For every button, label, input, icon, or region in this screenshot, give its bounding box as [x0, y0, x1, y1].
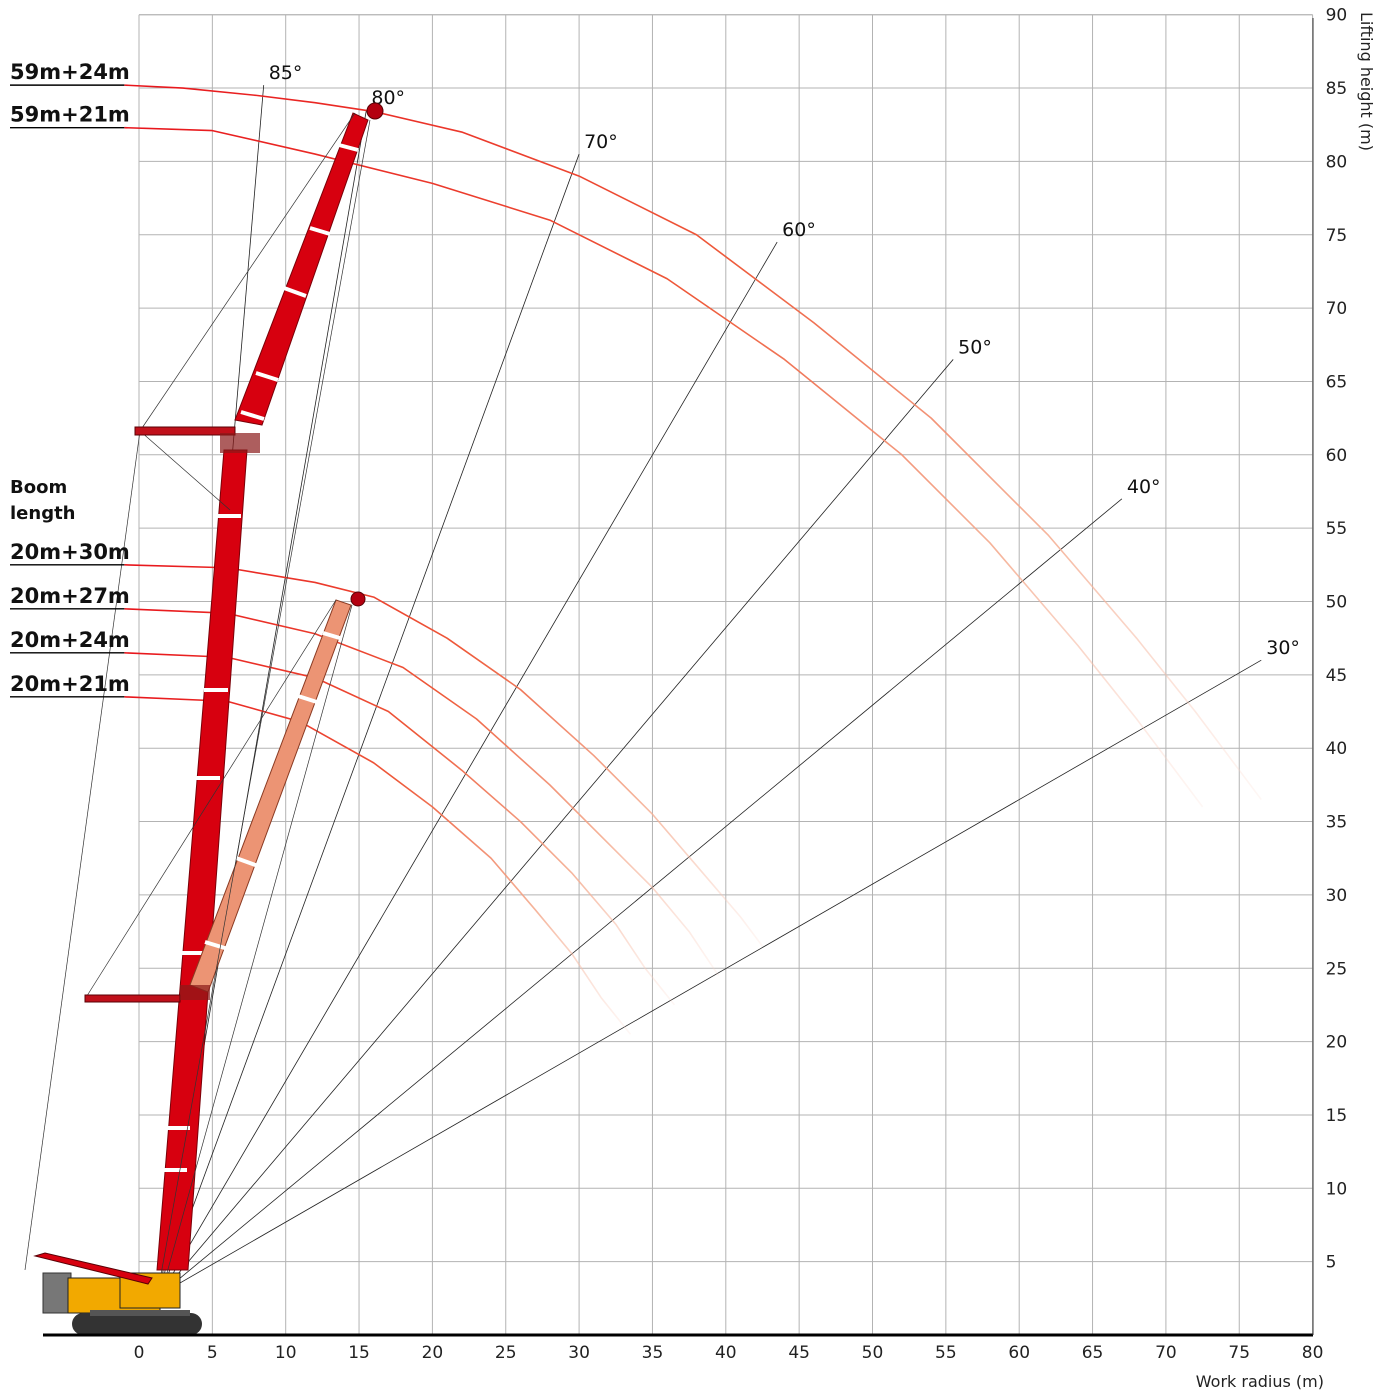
y-tick-label: 70	[1326, 299, 1348, 319]
y-tick-label: 60	[1326, 446, 1348, 466]
boom-length-label: 20m+24m	[10, 628, 130, 652]
boom-length-label: 59m+24m	[10, 60, 130, 84]
angle-ray	[160, 359, 954, 1295]
angle-ray	[160, 498, 1123, 1295]
angle-label: 70°	[584, 131, 618, 153]
x-tick-label: 40	[715, 1343, 737, 1363]
strut-lower	[84, 985, 210, 1003]
x-tick-label: 80	[1302, 1343, 1324, 1363]
x-tick-label: 70	[1155, 1343, 1177, 1363]
x-tick-label: 60	[1008, 1343, 1030, 1363]
x-tick-label: 75	[1228, 1343, 1250, 1363]
strut-upper	[134, 426, 260, 453]
x-tick-label: 45	[788, 1343, 810, 1363]
y-axis: 5 10 15 20 25 30 35 40 45 50 55 60 65 70 75 80 85 90 Lift…	[1312, 6, 1376, 1335]
boom-length-label: 20m+30m	[10, 540, 130, 564]
boom-length-title-line: length	[10, 503, 76, 524]
height-curve	[124, 564, 764, 947]
y-tick-label: 50	[1326, 593, 1348, 613]
x-tick-label: 5	[207, 1343, 218, 1363]
angle-label: 50°	[958, 336, 992, 358]
y-tick-labels: 5 10 15 20 25 30 35 40 45 50 55 60 65 70 75 80 85 90	[1326, 6, 1348, 1273]
boom-length-label: 20m+21m	[10, 672, 130, 696]
y-tick-label: 20	[1326, 1033, 1348, 1053]
angle-ray	[160, 241, 778, 1295]
angle-label: 60°	[782, 219, 816, 241]
angle-label: 85°	[269, 62, 303, 84]
height-curves	[124, 84, 1262, 1035]
y-axis-title: Lifting height (m)	[1357, 12, 1376, 151]
y-tick-label: 15	[1326, 1106, 1348, 1126]
x-axis-title: Work radius (m)	[1196, 1372, 1324, 1391]
x-tick-label: 65	[1082, 1343, 1104, 1363]
y-tick-label: 35	[1326, 813, 1348, 833]
angle-label: 80°	[371, 87, 405, 109]
x-tick-label: 25	[495, 1343, 517, 1363]
y-tick-label: 25	[1326, 959, 1348, 979]
angle-label: 30°	[1266, 637, 1300, 659]
height-curve	[124, 696, 632, 1035]
x-axis: 0 5 10 15 20 25 30 35 40 45 50 55 60 65 70 75 80 Work ra…	[43, 1333, 1324, 1391]
y-tick-label: 10	[1326, 1179, 1348, 1199]
x-tick-label: 20	[422, 1343, 444, 1363]
x-tick-label: 15	[348, 1343, 370, 1363]
y-tick-label: 80	[1326, 152, 1348, 172]
luffing-jib-long	[234, 102, 384, 426]
y-tick-label: 75	[1326, 226, 1348, 246]
guy-lines	[24, 112, 371, 1281]
crawler-crane-illustration	[24, 102, 384, 1335]
x-tick-label: 10	[275, 1343, 297, 1363]
boom-length-title: Boom length	[10, 477, 76, 524]
y-tick-label: 5	[1326, 1253, 1337, 1273]
height-curve	[124, 126, 1204, 808]
y-tick-label: 45	[1326, 666, 1348, 686]
y-tick-label: 40	[1326, 739, 1348, 759]
boom-length-labels: 59m+24m 59m+21m 20m+30m 20m+27m 20m+24m 20m+2…	[10, 60, 130, 698]
x-tick-label: 55	[935, 1343, 957, 1363]
grid	[138, 14, 1314, 1335]
x-tick-label: 35	[642, 1343, 664, 1363]
boom-length-label: 59m+21m	[10, 103, 130, 127]
x-tick-label: 0	[134, 1343, 145, 1363]
x-tick-label: 30	[568, 1343, 590, 1363]
height-curve	[124, 84, 1262, 801]
boom-length-title-line: Boom	[10, 477, 67, 498]
y-tick-label: 30	[1326, 886, 1348, 906]
angle-ray	[160, 153, 580, 1295]
x-tick-label: 50	[862, 1343, 884, 1363]
y-tick-label: 55	[1326, 519, 1348, 539]
height-curve	[124, 608, 720, 977]
y-tick-label: 90	[1326, 6, 1348, 26]
angle-ray	[160, 659, 1262, 1295]
x-tick-labels: 0 5 10 15 20 25 30 35 40 45 50 55 60 65 70 75 80	[134, 1343, 1324, 1363]
boom-length-label: 20m+27m	[10, 584, 130, 608]
crane-base	[33, 1252, 202, 1335]
y-tick-label: 65	[1326, 372, 1348, 392]
angle-label: 40°	[1127, 476, 1161, 498]
y-tick-label: 85	[1326, 79, 1348, 99]
